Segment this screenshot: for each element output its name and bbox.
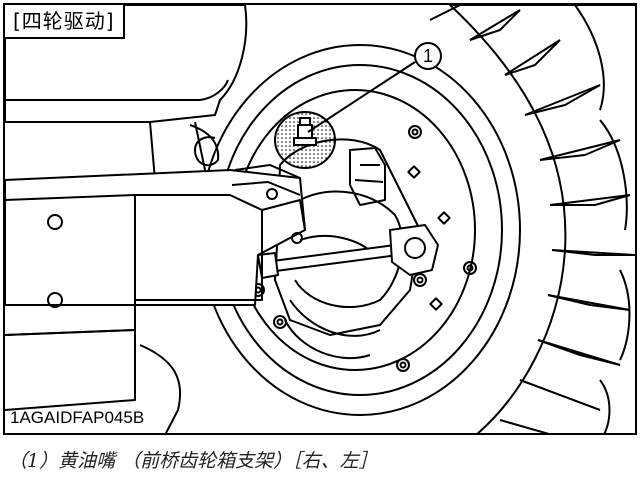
grease-fitting (274, 61, 416, 169)
callout-number-1: 1 (414, 42, 442, 70)
diagram-figure: [四轮驱动] 1 1AGAIDFAP045B (3, 3, 637, 435)
tie-rod (257, 224, 439, 279)
figure-caption: （1）黄油嘴 （前桥齿轮箱支架）［右、左］ (8, 450, 378, 472)
figure-frame (3, 3, 637, 435)
image-code: 1AGAIDFAP045B (10, 408, 145, 427)
tire (429, 5, 635, 433)
tractor-front-axle-illustration (5, 5, 635, 433)
section-label: [四轮驱动] (5, 5, 125, 39)
gear-case-bracket (274, 138, 421, 360)
